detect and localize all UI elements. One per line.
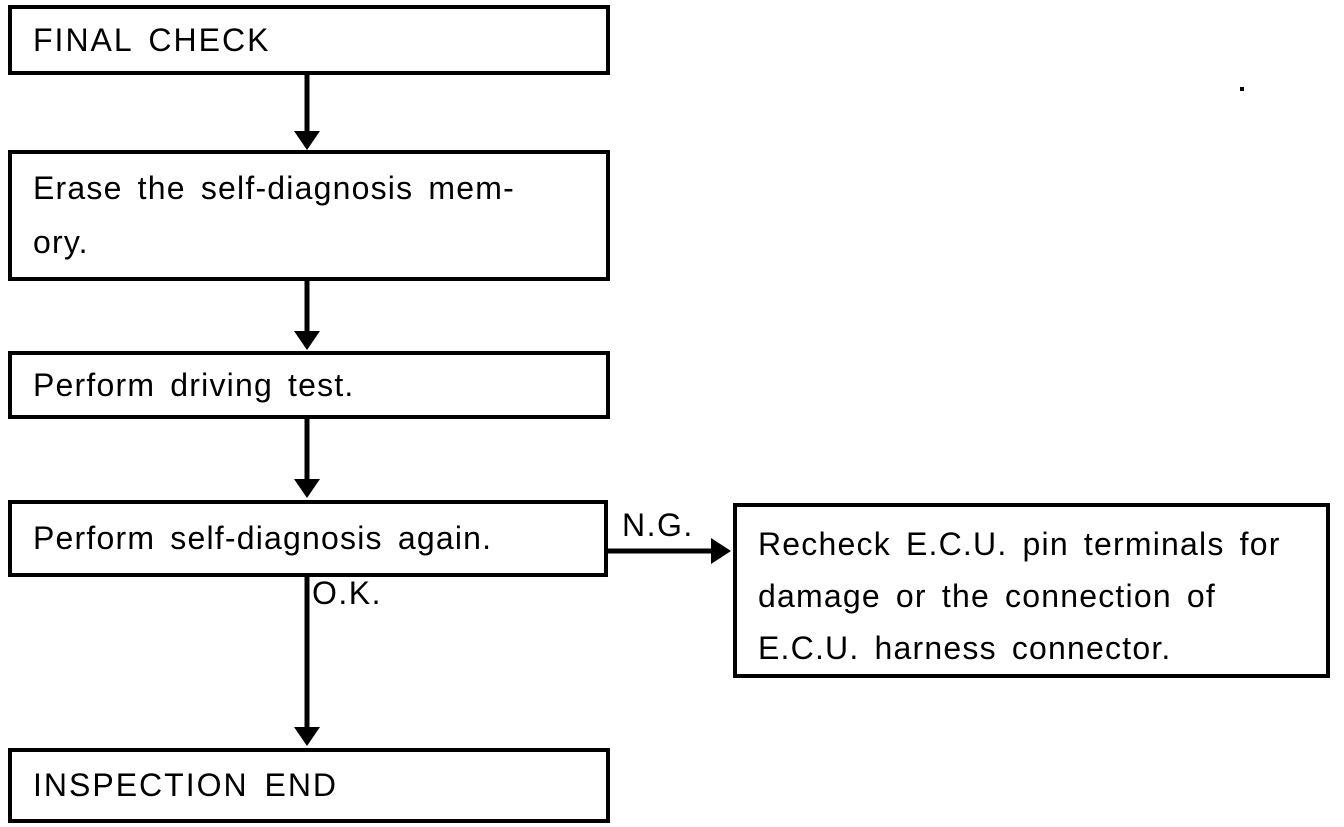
- node-driving-test: Perform driving test.: [8, 351, 610, 419]
- edge-label-ng: N.G.: [622, 507, 694, 543]
- edge-label-ok: O.K.: [312, 575, 383, 611]
- node-label: Erase the self-diagnosis mem-: [33, 170, 515, 206]
- node-erase-memory: Erase the self-diagnosis mem- ory.: [8, 150, 610, 281]
- node-label: FINAL CHECK: [33, 21, 271, 58]
- node-label: Recheck E.C.U. pin terminals for: [758, 526, 1281, 562]
- node-label: ory.: [33, 224, 89, 260]
- node-final-check: FINAL CHECK: [8, 5, 610, 75]
- node-label: damage or the connection of: [758, 578, 1217, 614]
- node-inspection-end: INSPECTION END: [8, 748, 610, 823]
- node-self-diagnosis-again: Perform self-diagnosis again.: [8, 500, 608, 577]
- node-recheck-ecu: Recheck E.C.U. pin terminals for damage …: [733, 503, 1330, 678]
- scan-speck: [1240, 87, 1244, 91]
- node-label: Perform self-diagnosis again.: [33, 520, 493, 556]
- node-label: INSPECTION END: [33, 767, 339, 803]
- node-label: E.C.U. harness connector.: [758, 630, 1172, 666]
- node-label: Perform driving test.: [33, 366, 355, 403]
